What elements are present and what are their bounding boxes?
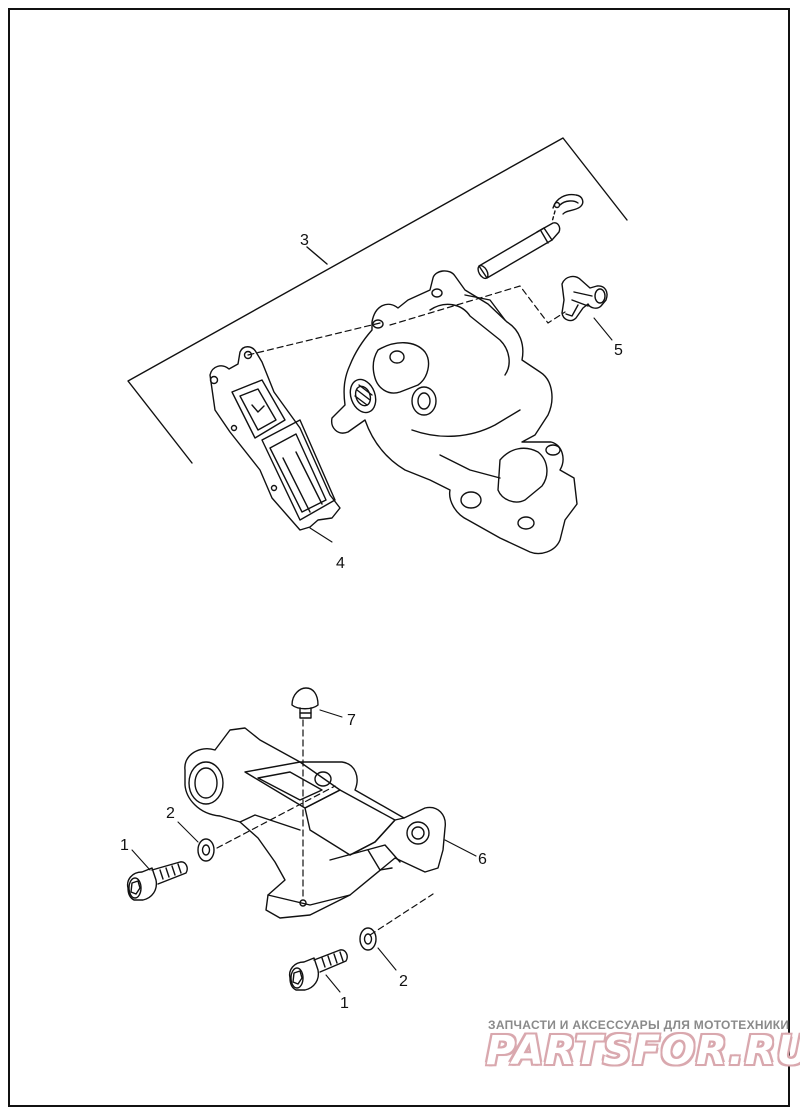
cotter-pin (551, 193, 584, 223)
callout-1-lower: 1 (340, 995, 349, 1012)
callout-6: 6 (478, 851, 487, 868)
leader-lines (131, 317, 613, 993)
rubber-bumper (291, 687, 319, 719)
bleeder-valve (561, 275, 608, 322)
callout-3: 3 (300, 232, 309, 249)
callout-7: 7 (347, 712, 356, 729)
callout-4: 4 (336, 555, 345, 572)
callout-5: 5 (614, 342, 623, 359)
callout-2-upper: 2 (166, 805, 175, 822)
watermark-logo: PARTSFOR.RU (486, 1028, 800, 1074)
caliper-pin (477, 222, 561, 280)
alignment-lines (216, 285, 566, 936)
watermark-tagline: ЗАПЧАСТИ И АКСЕССУАРЫ ДЛЯ МОТОТЕХНИКИ (488, 1018, 790, 1032)
assembly-bracket-3 (127, 137, 628, 464)
callout-1-upper: 1 (120, 837, 129, 854)
brake-caliper (331, 270, 578, 555)
brake-pads (209, 346, 341, 531)
caliper-bracket (184, 727, 446, 919)
diagram-frame (8, 8, 790, 1107)
callout-2-lower: 2 (399, 973, 408, 990)
screws (126, 861, 348, 991)
washers (197, 838, 377, 951)
